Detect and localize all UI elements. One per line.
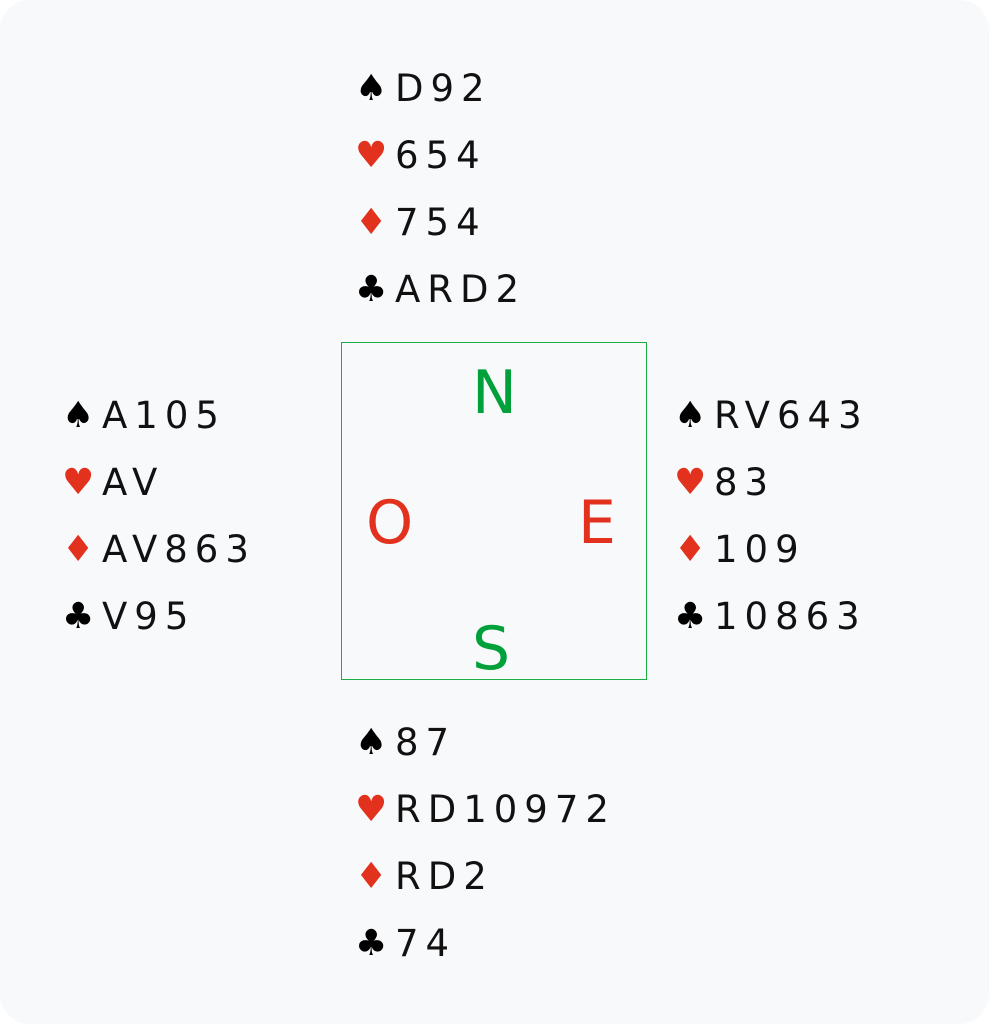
cards: RV643 [714, 394, 869, 437]
south-diamonds: ♦RD2 [355, 843, 616, 910]
east-clubs: ♣10863 [674, 583, 869, 650]
compass-north: N [472, 358, 517, 428]
heart-icon: ♥ [674, 461, 707, 503]
diamond-icon: ♦ [355, 855, 388, 897]
club-icon: ♣ [355, 268, 388, 310]
cards: 109 [714, 528, 806, 571]
club-icon: ♣ [62, 595, 95, 637]
spade-icon: ♠ [355, 67, 388, 109]
cards: 87 [395, 721, 457, 764]
cards: AV [102, 461, 165, 504]
cards: 74 [395, 922, 457, 965]
cards: 654 [395, 134, 487, 177]
north-spades: ♠D92 [355, 55, 526, 122]
south-clubs: ♣74 [355, 910, 616, 977]
diamond-icon: ♦ [674, 528, 707, 570]
cards: 83 [714, 461, 776, 504]
west-hearts: ♥AV [62, 449, 256, 516]
diamond-icon: ♦ [62, 528, 95, 570]
east-diamonds: ♦109 [674, 516, 869, 583]
heart-icon: ♥ [355, 788, 388, 830]
spade-icon: ♠ [674, 394, 707, 436]
cards: 754 [395, 201, 487, 244]
north-diamonds: ♦754 [355, 189, 526, 256]
west-hand: ♠A105 ♥AV ♦AV863 ♣V95 [62, 382, 256, 650]
cards: V95 [102, 595, 196, 638]
diamond-icon: ♦ [355, 201, 388, 243]
spade-icon: ♠ [62, 394, 95, 436]
east-hand: ♠RV643 ♥83 ♦109 ♣10863 [674, 382, 869, 650]
cards: ARD2 [395, 268, 527, 311]
south-hearts: ♥RD10972 [355, 776, 616, 843]
east-spades: ♠RV643 [674, 382, 869, 449]
east-hearts: ♥83 [674, 449, 869, 516]
compass-west: O [366, 488, 414, 558]
spade-icon: ♠ [355, 721, 388, 763]
compass-box: N O E S [341, 342, 647, 680]
cards: RD2 [395, 855, 494, 898]
north-hearts: ♥654 [355, 122, 526, 189]
cards: RD10972 [395, 788, 616, 831]
west-diamonds: ♦AV863 [62, 516, 256, 583]
west-spades: ♠A105 [62, 382, 256, 449]
club-icon: ♣ [674, 595, 707, 637]
west-clubs: ♣V95 [62, 583, 256, 650]
compass-south: S [472, 614, 511, 684]
south-spades: ♠87 [355, 709, 616, 776]
cards: A105 [102, 394, 226, 437]
cards: 10863 [714, 595, 867, 638]
heart-icon: ♥ [62, 461, 95, 503]
north-hand: ♠D92 ♥654 ♦754 ♣ARD2 [355, 55, 526, 323]
north-clubs: ♣ARD2 [355, 256, 526, 323]
south-hand: ♠87 ♥RD10972 ♦RD2 ♣74 [355, 709, 616, 977]
cards: AV863 [102, 528, 256, 571]
cards: D92 [395, 67, 492, 110]
heart-icon: ♥ [355, 134, 388, 176]
compass-east: E [578, 488, 616, 558]
club-icon: ♣ [355, 922, 388, 964]
